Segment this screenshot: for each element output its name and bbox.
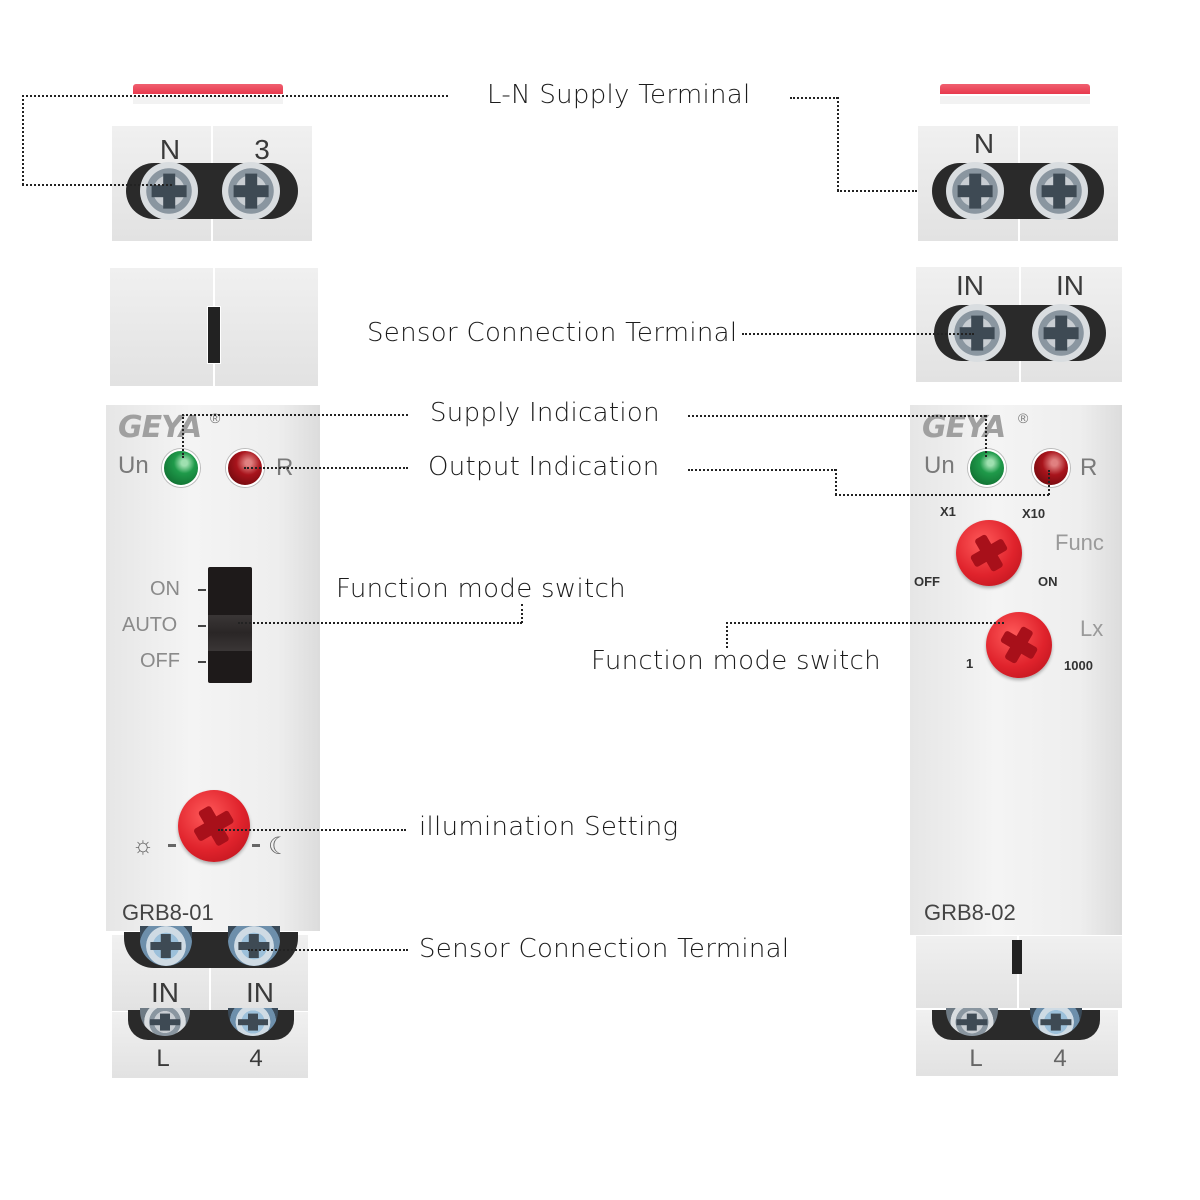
leader-line [22,184,172,186]
leader-line [837,97,839,191]
screw-terminal-in-2[interactable] [1032,304,1090,362]
cover-indicator-slot [207,306,221,364]
switch-slider[interactable] [208,615,252,651]
screw-terminal-in-1[interactable] [140,926,192,966]
callout-sensor-connection-terminal-top: Sensor Connection Terminal [367,318,738,348]
switch-label-auto: AUTO [122,614,178,636]
switch-label-on: ON [150,578,180,600]
leader-line [218,829,406,831]
leader-line [688,469,836,471]
leader-line [985,415,987,457]
leader-line [521,604,523,623]
func-label: Func [1055,530,1104,555]
leader-line [244,467,408,469]
lx-min-label: 1 [966,656,974,671]
callout-illumination-setting: illumination Setting [419,812,679,842]
leader-line [22,95,448,97]
illumination-knob[interactable] [178,790,250,862]
leader-line [688,415,986,417]
top-din-clip [940,84,1090,94]
leader-line [1048,470,1050,495]
supply-led [162,449,200,487]
terminal-label-4: 4 [249,1045,263,1072]
leader-line [837,190,917,192]
callout-supply-indication: Supply Indication [430,398,660,428]
registered-mark: ® [210,410,221,426]
screw-terminal-in-2[interactable] [228,926,280,966]
func-knob[interactable] [956,520,1022,586]
top-din-clip-base [940,96,1090,104]
seam [1017,936,1019,1078]
terminal-label-n: N [973,128,995,159]
registered-mark: ® [1018,410,1029,426]
terminal-label-4: 4 [1053,1045,1067,1072]
callout-function-mode-switch-left: Function mode switch [336,574,626,604]
supply-led [968,449,1006,487]
moon-icon: ☾ [268,833,290,860]
leader-line [182,414,184,458]
leader-line [835,469,837,495]
seam [209,935,211,1077]
switch-tick [198,625,206,627]
led-label-un: Un [924,452,955,479]
terminal-label-in-2: IN [246,977,274,1008]
led-label-r: R [1080,454,1098,481]
leader-line [726,622,728,648]
output-led [1032,449,1070,487]
switch-label-off: OFF [140,650,180,672]
leader-line [182,414,408,416]
function-mode-switch[interactable] [208,567,252,683]
screw-terminal-n[interactable] [140,162,198,220]
leader-line [22,95,24,185]
screw-terminal-2[interactable] [1030,162,1088,220]
model-label: GRB8-01 [122,900,214,925]
terminal-label-3: 3 [254,134,270,165]
func-position-on: ON [1038,574,1058,589]
terminal-label-in-1: IN [956,270,984,301]
model-label: GRB8-02 [924,900,1016,925]
switch-tick [198,589,206,591]
knob-tick [168,844,176,847]
terminal-label-n: N [159,134,181,165]
callout-sensor-connection-terminal-bottom: Sensor Connection Terminal [419,934,790,964]
lx-label: Lx [1080,616,1104,641]
func-position-x1: X1 [940,504,956,519]
lx-max-label: 1000 [1064,658,1093,673]
sun-icon: ☼ [132,832,154,859]
leader-line [790,97,838,99]
led-label-un: Un [118,452,149,479]
terminal-label-in-2: IN [1056,270,1084,301]
screw-terminal-n[interactable] [946,162,1004,220]
top-din-clip-base [133,96,283,104]
switch-tick [198,661,206,663]
terminal-label-l: L [156,1045,170,1072]
func-position-x10: X10 [1022,506,1046,521]
leader-line [726,622,1004,624]
leader-line [742,333,974,335]
terminal-label-in-1: IN [151,977,179,1008]
knob-tick [252,844,260,847]
callout-function-mode-switch-right: Function mode switch [591,646,881,676]
callout-ln-supply-terminal: L-N Supply Terminal [487,80,751,110]
leader-line [835,494,1049,496]
cover-indicator-slot [1012,940,1022,974]
terminal-label-l: L [969,1045,983,1072]
leader-line [238,622,522,624]
top-din-clip [133,84,283,94]
screw-terminal-3[interactable] [222,162,280,220]
func-position-off: OFF [914,574,940,589]
leader-line [248,949,408,951]
callout-output-indication: Output Indication [428,452,660,482]
